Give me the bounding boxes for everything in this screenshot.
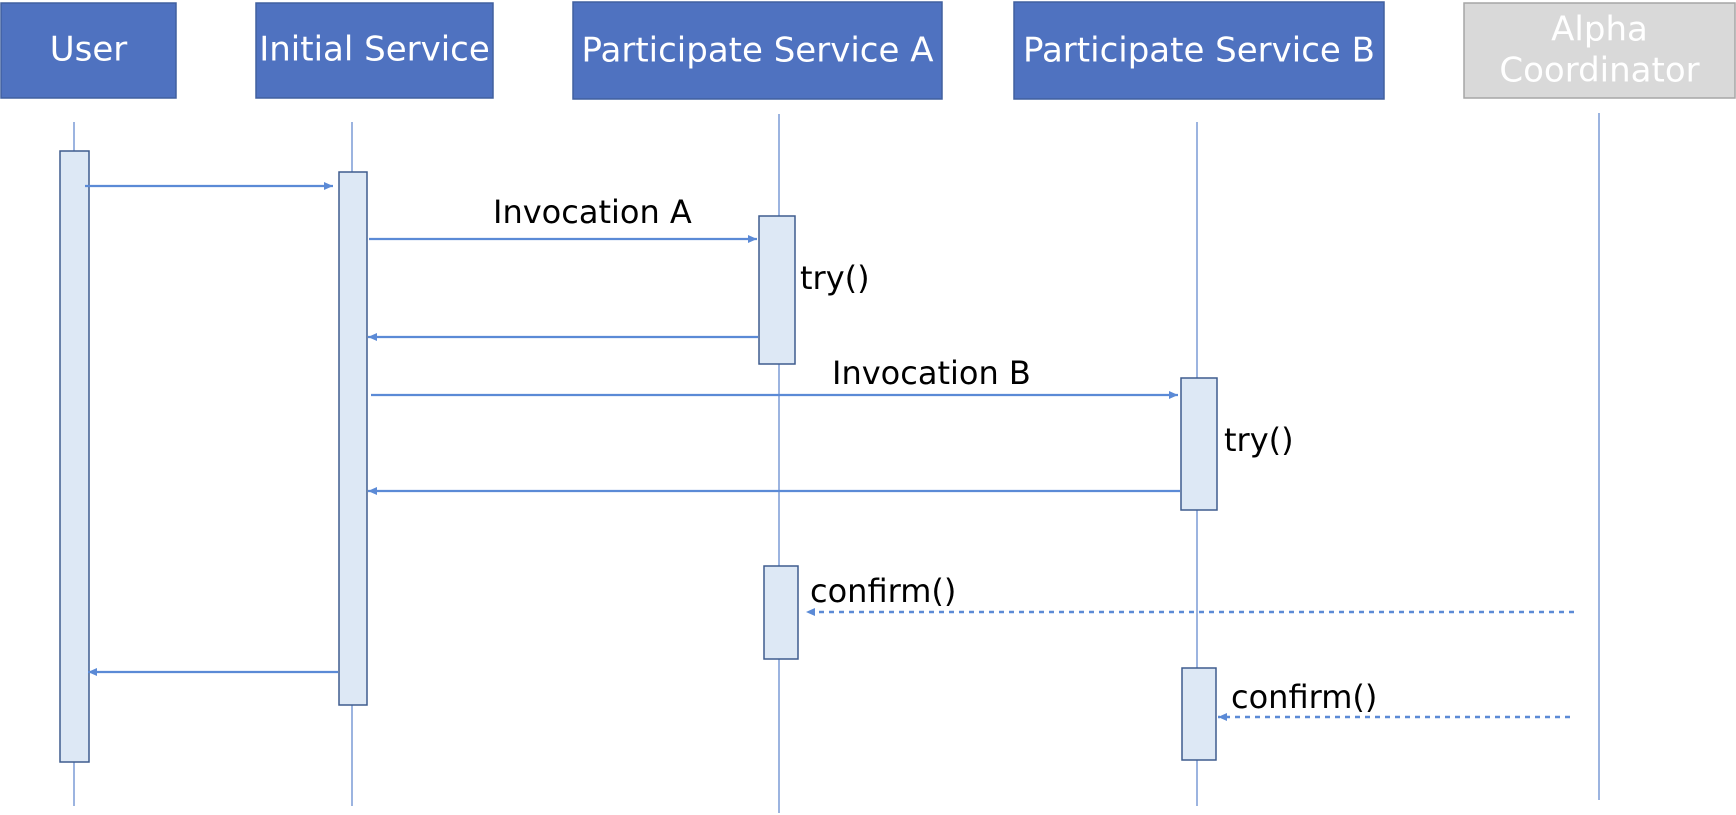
participant-coordinator: Alpha Coordinator (1463, 2, 1736, 99)
activation-participate-b-confirm (1181, 667, 1217, 761)
try-a-label: try() (800, 259, 870, 297)
participant-user-label: User (50, 30, 128, 70)
participant-user: User (0, 2, 177, 99)
participant-coordinator-label-line2: Coordinator (1499, 51, 1699, 91)
activation-participate-a-try (758, 215, 796, 365)
activation-participate-b-try (1180, 377, 1218, 511)
activation-user (59, 150, 90, 763)
participant-participate-b-label: Participate Service B (1023, 31, 1375, 71)
invocation-b-label: Invocation B (832, 354, 1031, 392)
participant-initial-service: Initial Service (255, 2, 494, 99)
confirm-a-label: confirm() (810, 572, 956, 610)
activation-initial-service (338, 171, 368, 706)
try-b-label: try() (1224, 421, 1294, 459)
confirm-b-label: confirm() (1231, 678, 1377, 716)
invocation-a-label: Invocation A (493, 193, 692, 231)
participant-participate-a: Participate Service A (572, 1, 943, 100)
activation-participate-a-confirm (763, 565, 799, 660)
participant-coordinator-label-line1: Alpha (1551, 10, 1648, 50)
participant-participate-b: Participate Service B (1013, 1, 1385, 100)
participant-participate-a-label: Participate Service A (582, 31, 934, 71)
participant-initial-service-label: Initial Service (259, 30, 490, 70)
